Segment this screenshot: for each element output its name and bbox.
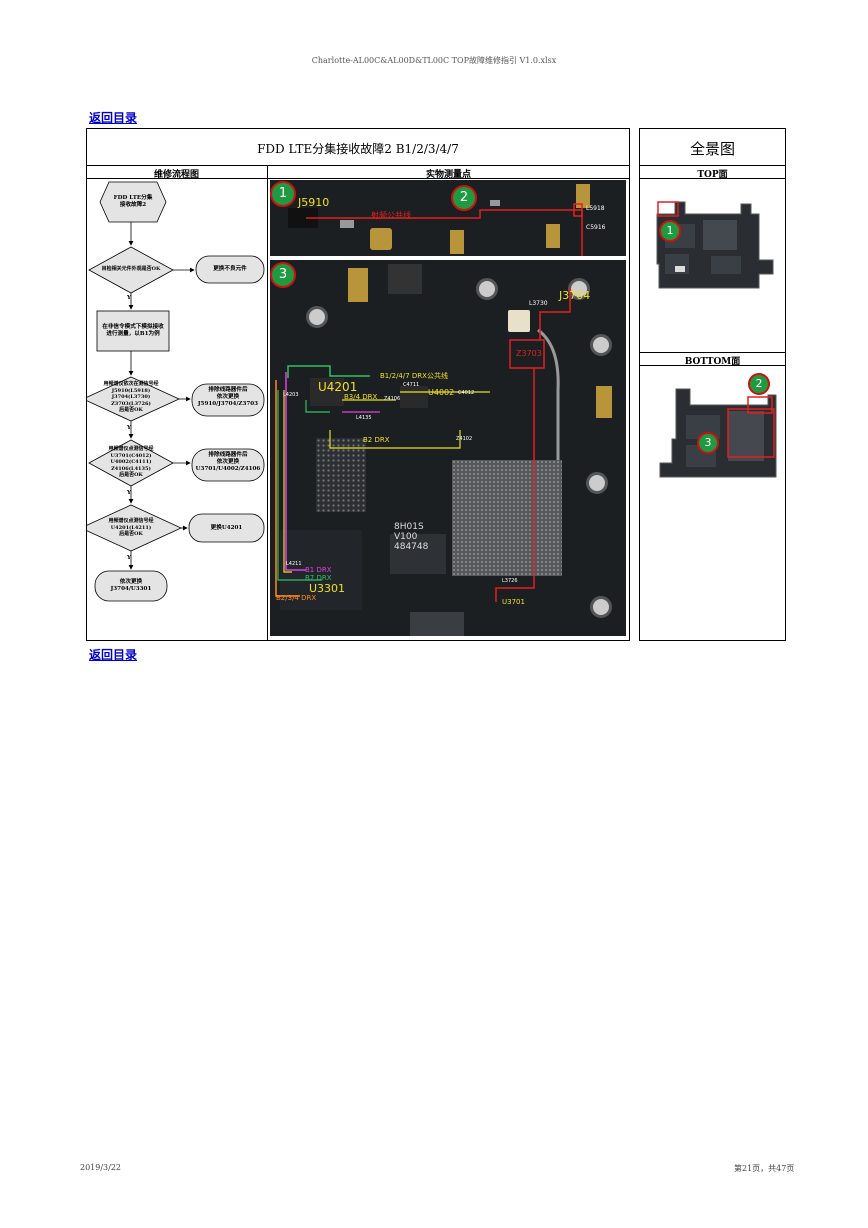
label-j5910: J5910 bbox=[298, 196, 330, 209]
panorama-title: 全景图 bbox=[689, 140, 735, 158]
flow-y-3: Y bbox=[127, 490, 131, 496]
photo-header: 实物测量点 bbox=[425, 170, 471, 180]
bottom-board-image bbox=[656, 385, 778, 481]
flow-replace-bad: 更换不良元件 bbox=[213, 266, 247, 272]
top-marker-1: 1 bbox=[659, 220, 681, 242]
label-rf-common: 射频公共线 bbox=[371, 211, 411, 220]
flow-y-2: Y bbox=[127, 425, 131, 431]
repair-flowchart: FDD LTE分集接收故障2 目检相关元件外观是否OK 更换不良元件 Y 在非信… bbox=[87, 179, 267, 639]
board-photo-top bbox=[270, 180, 626, 256]
label-b34-drx: B3/4 DRX bbox=[344, 393, 378, 401]
label-u3701: U3701 bbox=[502, 598, 525, 606]
top-face-label: TOP面 bbox=[697, 170, 728, 180]
top-board-image bbox=[655, 200, 775, 290]
label-l3726: L3726 bbox=[502, 578, 518, 584]
photo-marker-2: 2 bbox=[451, 185, 477, 211]
label-l4203: L4203 bbox=[283, 392, 299, 398]
footer-date: 2019/3/22 bbox=[80, 1163, 122, 1172]
photo-marker-3: 3 bbox=[270, 262, 296, 288]
label-u4002: U4002 bbox=[428, 388, 455, 397]
label-c4711: C4711 bbox=[403, 382, 420, 388]
flow-result-3: 更换U4201 bbox=[210, 525, 243, 531]
label-z4106: Z4106 bbox=[384, 396, 401, 402]
label-z3703: Z3703 bbox=[516, 349, 542, 358]
label-c4012: C4012 bbox=[458, 390, 475, 396]
label-b234-drx: B2/3/4 DRX bbox=[276, 594, 317, 602]
label-b7-drx: B7 DRX bbox=[305, 574, 332, 582]
back-to-index-link-bottom[interactable]: 返回目录 bbox=[89, 648, 138, 662]
label-l3730: L3730 bbox=[529, 300, 548, 307]
board-photo-main bbox=[270, 260, 626, 636]
label-z4102: Z4102 bbox=[456, 436, 473, 442]
bottom-face-label: BOTTOM面 bbox=[684, 357, 741, 367]
bottom-marker-3: 3 bbox=[697, 432, 719, 454]
label-j3704: J3704 bbox=[559, 289, 591, 302]
table-title: FDD LTE分集接收故障2 B1/2/3/4/7 bbox=[257, 142, 459, 156]
flow-y-1: Y bbox=[127, 295, 131, 301]
file-name-header: Charlotte-AL00C&AL00D&TL00C TOP故障维修指引 V1… bbox=[311, 56, 557, 65]
footer-page: 第21页，共47页 bbox=[734, 1164, 795, 1173]
label-u4201: U4201 bbox=[318, 380, 358, 394]
photo-marker-1: 1 bbox=[270, 181, 296, 207]
label-b1-drx: B1 DRX bbox=[305, 566, 332, 574]
flow-header: 维修流程图 bbox=[153, 170, 199, 180]
label-l4211: L4211 bbox=[286, 561, 302, 567]
back-to-index-link[interactable]: 返回目录 bbox=[89, 111, 138, 125]
label-l5918: L5918 bbox=[586, 205, 605, 212]
label-c5916: C5916 bbox=[586, 224, 606, 231]
label-u3301: U3301 bbox=[309, 582, 346, 595]
flow-check: 目检相关元件外观是否OK bbox=[101, 266, 161, 272]
flow-sim-step: 在非信令模式下模拟接收进行测量，以B1为例 bbox=[102, 324, 164, 337]
flow-start: FDD LTE分集接收故障2 bbox=[113, 195, 153, 208]
bottom-marker-2: 2 bbox=[748, 373, 770, 395]
label-l4135: L4135 bbox=[356, 415, 372, 421]
label-b1-drx-common: B1/2/4/7 DRX公共线 bbox=[380, 372, 448, 380]
label-b2-drx: B2 DRX bbox=[363, 436, 390, 444]
flow-y-4: Y bbox=[127, 555, 131, 561]
